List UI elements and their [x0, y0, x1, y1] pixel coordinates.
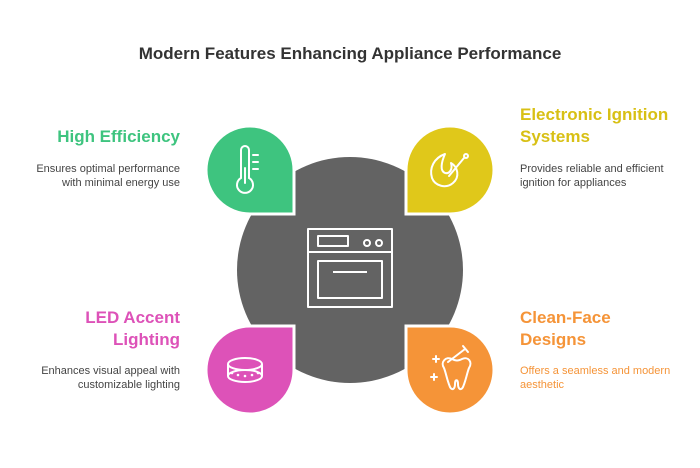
clean-face-description: Offers a seamless and modern aesthetic: [520, 364, 695, 392]
oven-icon: [307, 228, 393, 308]
electronic-ignition-heading: Electronic Ignition Systems: [520, 104, 695, 148]
electronic-ignition-description: Provides reliable and efficient ignition…: [520, 162, 695, 190]
led-ring-icon: [227, 357, 263, 383]
description-line: Enhances visual appeal with: [41, 365, 180, 377]
diagram-title: Modern Features Enhancing Appliance Perf…: [138, 44, 562, 63]
heading-line: LED Accent: [85, 308, 180, 327]
description-line: customizable lighting: [77, 379, 180, 391]
green-teardrop: [204, 124, 296, 216]
clean-face-heading: Clean-Face Designs: [520, 307, 695, 351]
high-efficiency-description: Ensures optimal performance with minimal…: [20, 162, 180, 190]
flame-icon: [430, 153, 469, 188]
description-line: Offers a seamless and modern: [520, 365, 671, 377]
description-line: aesthetic: [520, 379, 565, 391]
description-line: ignition for appliances: [520, 177, 627, 189]
heading-line: Electronic Ignition: [520, 105, 669, 124]
high-efficiency-heading: High Efficiency: [57, 127, 180, 146]
heading-line: Designs: [520, 330, 587, 349]
led-accent-heading: LED Accent Lighting: [20, 307, 180, 351]
thermometer-icon: [236, 145, 259, 194]
heading-line: Lighting: [112, 330, 180, 349]
clean-tooth-icon: [430, 345, 472, 391]
description-line: with minimal energy use: [62, 177, 180, 189]
description-line: Ensures optimal performance: [36, 163, 180, 175]
heading-line: Systems: [520, 127, 590, 146]
description-line: Provides reliable and efficient: [520, 163, 664, 175]
orange-teardrop: [404, 324, 496, 416]
led-accent-description: Enhances visual appeal with customizable…: [20, 364, 180, 392]
heading-line: Clean-Face: [520, 308, 611, 327]
